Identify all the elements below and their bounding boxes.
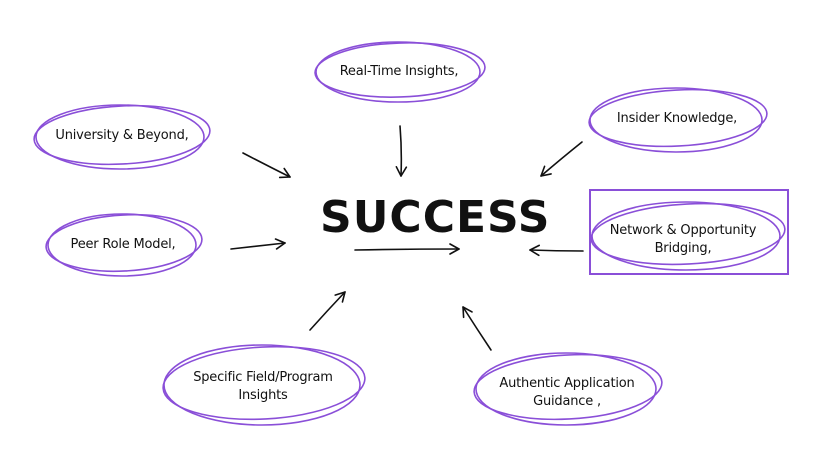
ellipse-authentic — [473, 352, 663, 426]
node-network-label-line1: Network & Opportunity — [609, 223, 757, 238]
ellipse-real-time — [314, 41, 486, 103]
node-specific: Specific Field/Program Insights — [174, 369, 352, 405]
node-peer-label: Peer Role Model, — [70, 237, 176, 252]
node-peer: Peer Role Model, — [55, 236, 191, 254]
arrow-university — [242, 152, 291, 179]
arrow-network — [529, 244, 584, 257]
ellipse-specific — [162, 344, 366, 426]
node-authentic: Authentic Application Guidance , — [484, 375, 650, 411]
ellipse-peer — [45, 213, 203, 277]
node-university: University & Beyond, — [38, 127, 206, 145]
ellipse-university — [33, 104, 211, 170]
node-network-label-line2: Bridging, — [654, 241, 712, 256]
node-insider: Insider Knowledge, — [596, 110, 758, 128]
node-specific-label-line2: Insights — [238, 388, 288, 403]
arrow-specific — [309, 291, 346, 331]
ellipse-insider — [588, 87, 768, 153]
node-authentic-label-line2: Guidance , — [533, 394, 601, 409]
node-real-time: Real-Time Insights, — [318, 63, 480, 81]
arrow-real-time — [395, 125, 408, 177]
underline-arrow — [354, 243, 460, 255]
network-highlight-box — [589, 189, 789, 275]
node-insider-label: Insider Knowledge, — [616, 111, 738, 126]
node-specific-label-line1: Specific Field/Program — [193, 370, 333, 385]
node-university-label: University & Beyond, — [55, 128, 189, 143]
arrow-insider — [540, 141, 583, 177]
arrow-peer — [230, 238, 286, 250]
arrow-authentic — [462, 306, 492, 351]
center-title: SUCCESS — [320, 192, 551, 243]
ellipse-network — [590, 201, 786, 271]
node-network: Network & Opportunity Bridging, — [596, 222, 770, 258]
node-real-time-label: Real-Time Insights, — [339, 64, 459, 79]
node-authentic-label-line1: Authentic Application — [499, 376, 635, 391]
